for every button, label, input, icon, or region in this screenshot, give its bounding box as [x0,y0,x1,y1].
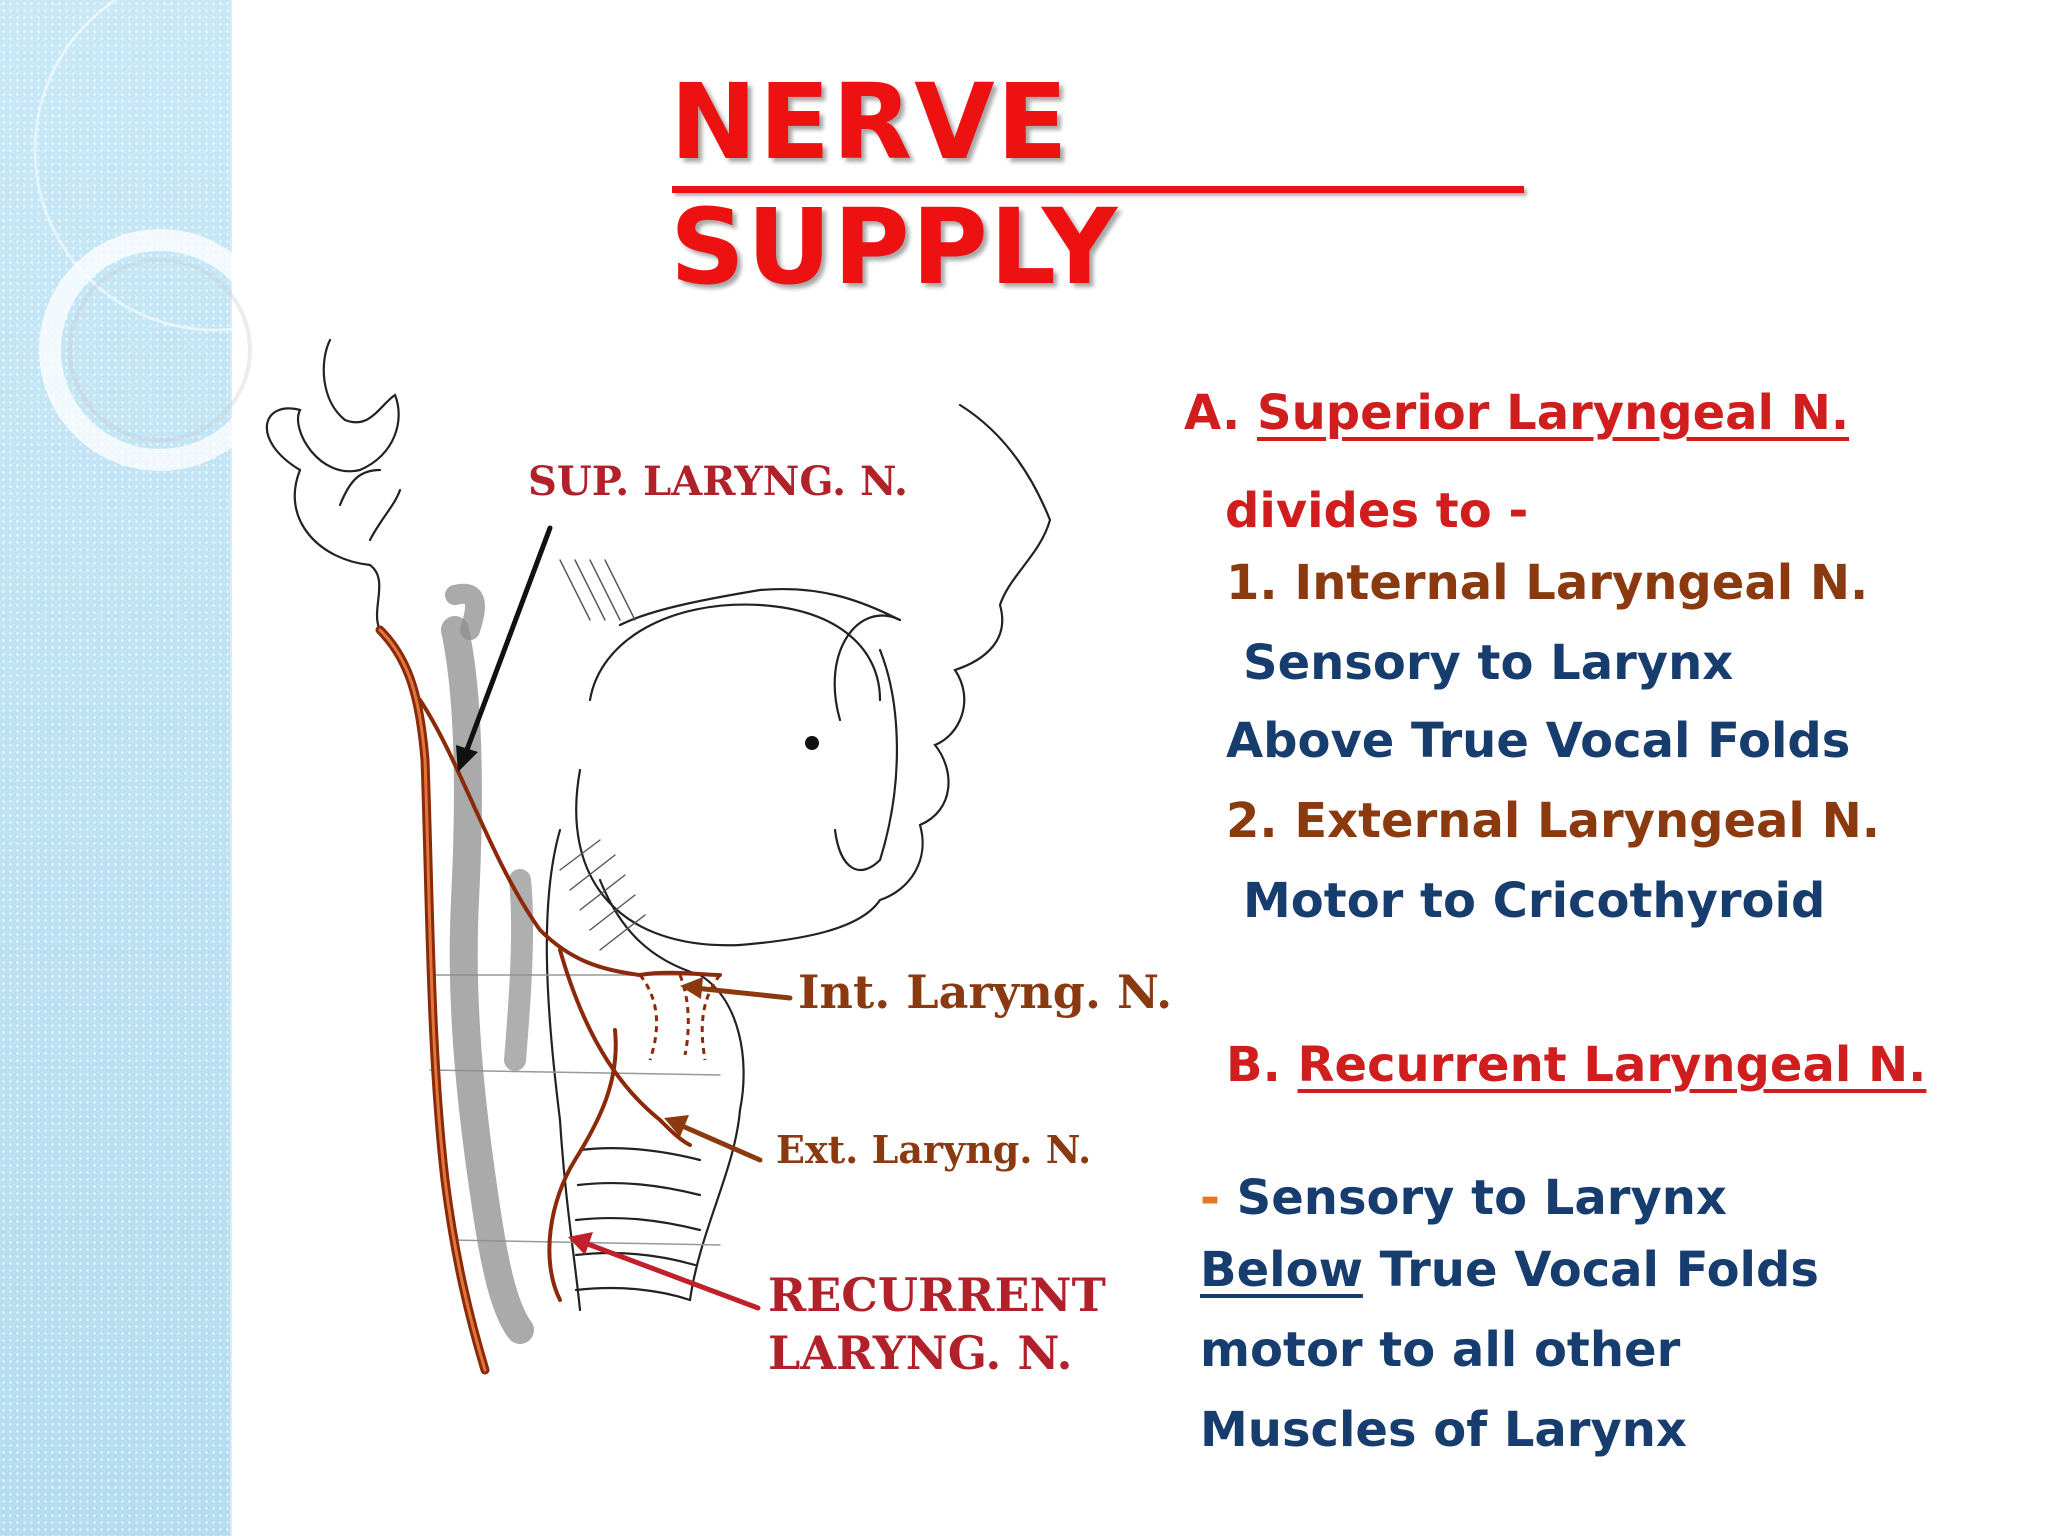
slide-title: NERVE SUPPLY [670,61,1120,308]
title-underline [672,186,1524,193]
face-profile [738,403,1052,947]
arrow-ext-laryng [677,1122,763,1163]
section-b-line1: - Sensory to Larynx [1200,1170,1727,1226]
arrow-int-laryng [692,985,793,1001]
section-a-title: Superior Laryngeal N. [1257,385,1850,441]
label-int-laryng: Int. Laryng. N. [798,965,1173,1019]
section-b-line2: Below True Vocal Folds [1200,1242,1819,1298]
below-emphasis: Below [1200,1242,1363,1298]
section-b-line1-text: Sensory to Larynx [1236,1170,1727,1226]
section-b-heading: B. Recurrent Laryngeal N. [1226,1037,1926,1093]
section-b-line2-rest: True Vocal Folds [1362,1242,1819,1298]
larynx-nerve-diagram [265,338,1052,1375]
item2-number: 2. [1226,793,1278,849]
recurrent-laryngeal-branch [547,1028,618,1302]
superior-laryngeal-branch [418,698,642,977]
section-b-prefix: B. [1226,1037,1281,1093]
item2-name: External Laryngeal N. [1294,793,1880,849]
item1-name: Internal Laryngeal N. [1294,555,1869,611]
arrow-recurrent-laryng [582,1240,761,1311]
label-ext-laryng: Ext. Laryng. N. [776,1127,1092,1172]
external-laryngeal-item: 2. External Laryngeal N. [1226,793,1880,849]
section-a-heading: A. Superior Laryngeal N. [1184,385,1849,441]
oral-cavity-outline [588,603,882,702]
internal-laryngeal-item: 1. Internal Laryngeal N. [1226,555,1868,611]
item1-desc-line1: Sensory to Larynx [1243,635,1734,691]
label-recurrent-line2: LARYNG. N. [768,1325,1073,1380]
label-sup-laryng: SUP. LARYNG. N. [528,458,908,505]
external-laryngeal-branch [558,948,692,1147]
label-recurrent-laryng: RECURRENT LARYNG. N. [768,1267,1106,1382]
section-b-line3: motor to all other [1200,1322,1681,1378]
label-recurrent-line1: RECURRENT [768,1268,1106,1322]
item1-number: 1. [1226,555,1278,611]
item2-desc: Motor to Cricothyroid [1243,873,1826,929]
section-b-title: Recurrent Laryngeal N. [1297,1037,1927,1093]
pointer-dot [805,736,819,750]
arrow-sup-laryng [462,525,553,758]
larynx-outline [598,878,745,1302]
item1-desc-line2: Above True Vocal Folds [1226,713,1851,769]
ear-outline [265,338,400,473]
section-b-dash: - [1200,1170,1220,1226]
section-a-divides: divides to - [1225,483,1529,539]
decorative-rings [33,0,300,471]
section-a-prefix: A. [1184,385,1241,441]
internal-laryngeal-branch [638,970,722,977]
section-b-line4: Muscles of Larynx [1200,1402,1687,1458]
